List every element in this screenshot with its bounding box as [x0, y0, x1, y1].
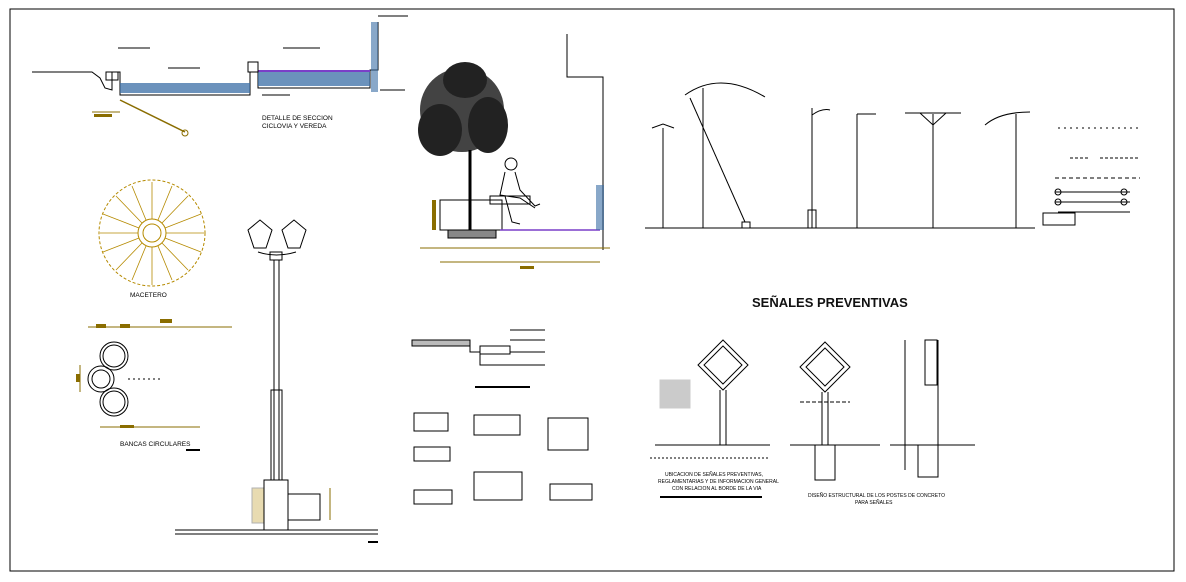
planter-label: MACETERO — [130, 292, 167, 299]
street-lamp-elevation — [175, 219, 378, 543]
sign-location-caption-3: CON RELACION AL BORDE DE LA VIA — [672, 486, 762, 492]
section-detail-title: DETALLE DE SECCION — [262, 115, 333, 122]
sign-location-caption-1: UBICACION DE SEÑALES PREVENTIVAS, — [665, 471, 763, 478]
benches-label: BANCAS CIRCULARES — [120, 441, 191, 448]
planter-plan: MACETERO — [98, 179, 206, 299]
curb-detail — [411, 329, 545, 388]
tree-bench-section — [418, 34, 610, 269]
structural-post-drawings — [790, 339, 975, 481]
structural-design-caption-1: DISEÑO ESTRUCTURAL DE LOS POSTES DE CONC… — [808, 492, 945, 499]
lamp-symbols-legend — [1042, 127, 1140, 226]
circular-benches-plan: BANCAS CIRCULARES — [76, 319, 232, 451]
section-detail-drawing: DETALLE DE SECCION CICLOVIA Y VEREDA — [32, 15, 408, 137]
sign-location-drawing — [650, 339, 770, 459]
lamp-elevations — [645, 82, 1035, 229]
section-detail-subtitle: CICLOVIA Y VEREDA — [262, 123, 327, 130]
sign-location-caption-2: REGLAMENTARIAS Y DE INFORMACION GENERAL — [658, 479, 779, 485]
structural-design-caption-2: PARA SEÑALES — [855, 499, 893, 506]
sheet-border — [9, 8, 1175, 572]
information-signs — [413, 412, 593, 505]
warning-signs-title: SEÑALES PREVENTIVAS — [752, 295, 908, 310]
